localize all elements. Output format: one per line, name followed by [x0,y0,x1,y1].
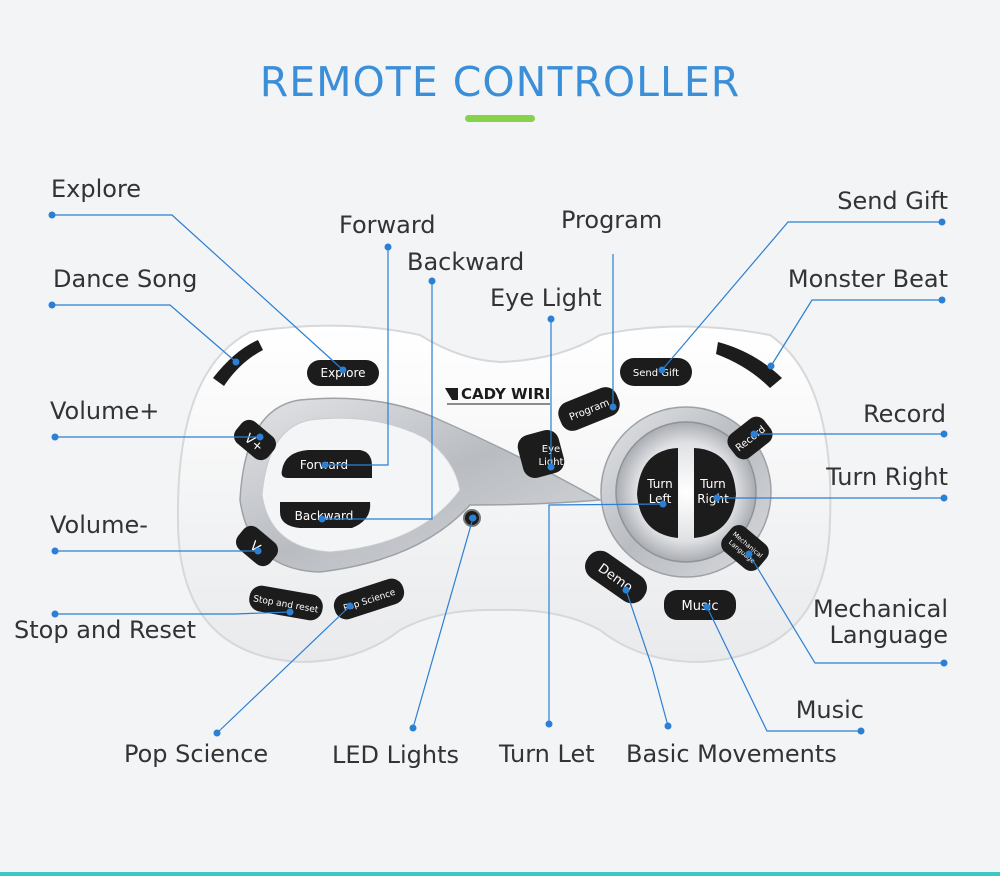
turn-right-button[interactable]: Turn Right [694,448,736,538]
brand-logo: CADY WIRI [445,385,550,405]
turn-left-button[interactable]: Turn Left [637,448,678,538]
svg-text:Right: Right [697,492,729,506]
svg-text:Send Gift: Send Gift [633,368,679,379]
label-basic-movements: Basic Movements [626,740,837,768]
svg-text:Music: Music [682,599,719,614]
label-backward: Backward [407,248,525,276]
label-mechanical-line1: Mechanical [812,595,948,623]
svg-text:CADY WIRI: CADY WIRI [461,385,550,403]
leader-lines [52,214,944,734]
label-explore: Explore [51,175,142,203]
stop-reset-button[interactable]: Stop and reset [247,584,324,622]
leader-dots [48,211,948,737]
label-stop-reset: Stop and Reset [14,616,197,644]
label-volume-minus: Volume- [50,511,148,539]
label-led-lights: LED Lights [332,741,460,769]
label-monster-beat: Monster Beat [787,265,948,293]
label-eye-light: Eye Light [490,284,602,312]
controller-body [176,324,832,664]
label-pop-science: Pop Science [124,740,269,768]
send-gift-button[interactable]: Send Gift [620,358,692,386]
label-send-gift: Send Gift [837,187,948,215]
label-turn-let: Turn Let [499,740,595,768]
label-dance-song: Dance Song [53,265,198,293]
svg-text:Turn: Turn [699,477,725,491]
page-title: REMOTE CONTROLLER [259,58,741,106]
title-accent-bar [465,115,535,122]
label-mechanical-line2: Language [829,621,948,649]
label-forward: Forward [339,211,436,239]
label-record: Record [863,400,946,428]
backward-button[interactable]: Backward [280,502,371,528]
label-turn-right: Turn Right [826,463,948,491]
music-button[interactable]: Music [664,590,736,620]
svg-text:Turn: Turn [646,477,672,491]
program-button[interactable]: Program [555,383,624,434]
bottom-accent-line [0,872,1000,876]
label-music: Music [795,696,864,724]
label-volume-plus: Volume+ [50,397,160,425]
label-program: Program [561,206,663,234]
